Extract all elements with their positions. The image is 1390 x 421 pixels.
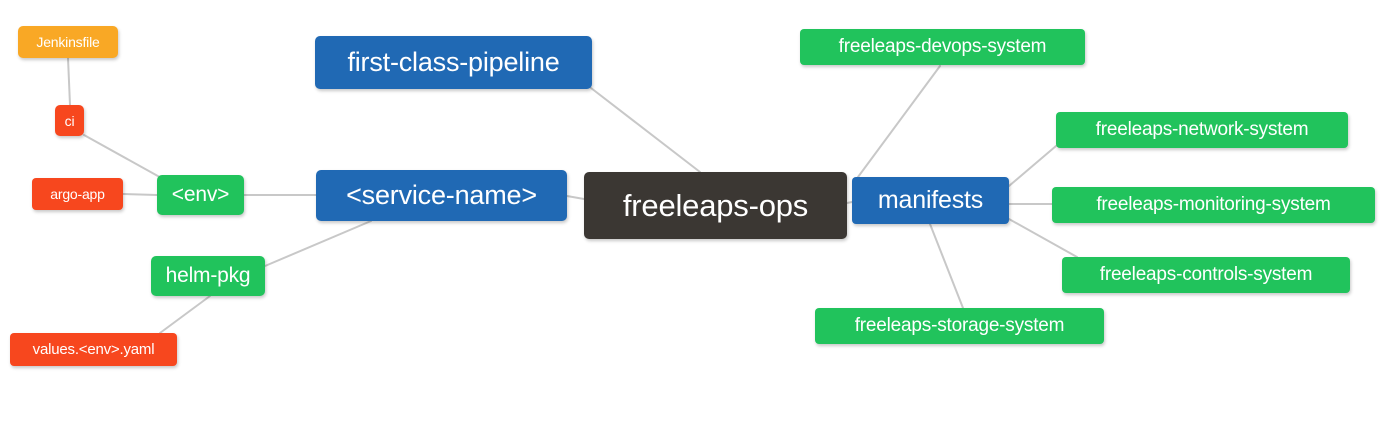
node-label-freeleaps-ops: freeleaps-ops bbox=[622, 187, 809, 223]
node-label-network-system: freeleaps-network-system bbox=[1095, 119, 1309, 140]
node-devops-system[interactable]: freeleaps-devops-system bbox=[800, 29, 1085, 65]
node-manifests[interactable]: manifests bbox=[852, 177, 1009, 224]
edge-manifests-to-storage-system bbox=[929, 223, 964, 309]
node-jenkinsfile[interactable]: Jenkinsfile bbox=[18, 26, 118, 58]
node-helm-pkg[interactable]: helm-pkg bbox=[151, 256, 265, 296]
node-freeleaps-ops[interactable]: freeleaps-ops bbox=[584, 172, 847, 239]
node-ci[interactable]: ci bbox=[55, 105, 84, 136]
node-label-devops-system: freeleaps-devops-system bbox=[838, 36, 1047, 57]
node-service-name[interactable]: <service-name> bbox=[316, 170, 567, 221]
edge-service-name-to-freeleaps-ops bbox=[566, 195, 585, 200]
node-storage-system[interactable]: freeleaps-storage-system bbox=[815, 308, 1104, 344]
node-env[interactable]: <env> bbox=[157, 175, 244, 215]
node-controls-system[interactable]: freeleaps-controls-system bbox=[1062, 257, 1350, 293]
node-values-yaml[interactable]: values.<env>.yaml bbox=[10, 333, 177, 366]
node-first-class-pipeline[interactable]: first-class-pipeline bbox=[315, 36, 592, 89]
edge-manifests-to-devops-system bbox=[857, 65, 941, 178]
node-monitoring-system[interactable]: freeleaps-monitoring-system bbox=[1052, 187, 1375, 223]
edge-first-class-pipeline-to-freeleaps-ops bbox=[590, 87, 701, 173]
node-label-controls-system: freeleaps-controls-system bbox=[1099, 264, 1313, 285]
edge-manifests-to-network-system bbox=[1008, 145, 1057, 187]
edge-argo-app-to-env bbox=[122, 193, 158, 196]
edge-values-yaml-to-helm-pkg bbox=[159, 295, 211, 334]
node-label-first-class-pipeline: first-class-pipeline bbox=[347, 47, 560, 77]
edge-manifests-to-controls-system bbox=[1008, 218, 1078, 258]
edge-helm-pkg-to-service-name bbox=[264, 220, 372, 267]
node-label-values-yaml: values.<env>.yaml bbox=[32, 341, 155, 358]
node-label-argo-app: argo-app bbox=[50, 186, 105, 202]
edge-jenkinsfile-to-ci bbox=[67, 57, 71, 106]
node-label-service-name: <service-name> bbox=[346, 180, 537, 210]
node-label-ci: ci bbox=[64, 112, 75, 129]
node-network-system[interactable]: freeleaps-network-system bbox=[1056, 112, 1348, 148]
node-label-jenkinsfile: Jenkinsfile bbox=[36, 34, 100, 50]
node-label-storage-system: freeleaps-storage-system bbox=[854, 315, 1065, 336]
node-argo-app[interactable]: argo-app bbox=[32, 178, 123, 210]
node-label-manifests: manifests bbox=[877, 186, 984, 214]
node-label-env: <env> bbox=[171, 183, 230, 206]
node-label-monitoring-system: freeleaps-monitoring-system bbox=[1096, 194, 1331, 215]
node-label-helm-pkg: helm-pkg bbox=[165, 264, 251, 287]
